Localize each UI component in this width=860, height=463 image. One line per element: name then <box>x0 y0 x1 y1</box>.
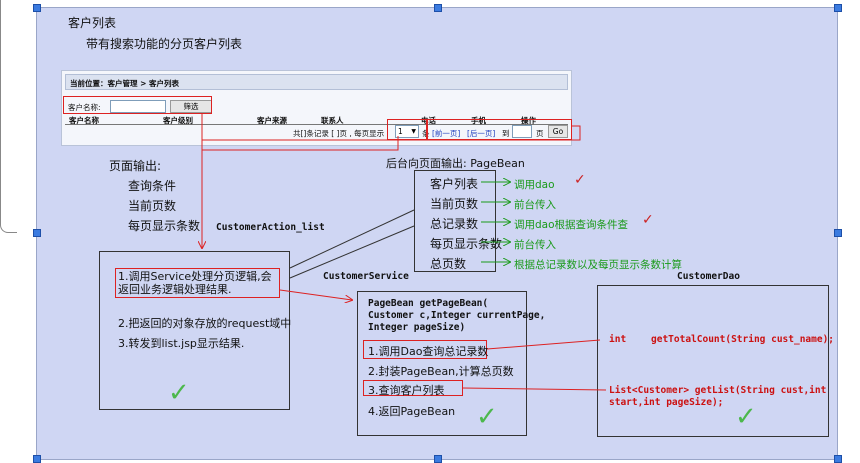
customer-name-input[interactable] <box>110 100 166 113</box>
column-header: 电话 <box>421 116 436 125</box>
service-step2: 2.封装PageBean,计算总页数 <box>368 365 514 378</box>
page-size-select[interactable]: 1 ▼ <box>395 125 419 138</box>
action-step2: 2.把返回的对象存放的request域中 <box>118 317 292 330</box>
selection-handle[interactable] <box>834 229 842 237</box>
selection-handle[interactable] <box>434 4 442 12</box>
column-header: 客户名称 <box>69 116 99 125</box>
page-output-title: 页面输出: <box>109 159 162 173</box>
pagebean-box <box>414 170 496 272</box>
goto-page-input[interactable] <box>512 125 532 138</box>
breadcrumb-bar: 当前位置：客户管理 > 客户列表 <box>65 74 568 90</box>
highlight-filter <box>63 96 212 114</box>
page-subtitle: 带有搜索功能的分页客户列表 <box>86 37 243 51</box>
service-step4: 4.返回PageBean <box>368 405 456 418</box>
pager-unit: 条 <box>422 129 430 138</box>
column-header: 客户级别 <box>163 116 193 125</box>
page-size-value: 1 <box>398 127 403 136</box>
action-step1: 1.调用Service处理分页逻辑,会返回业务逻辑处理结果. <box>118 270 272 296</box>
check-mark-icon: ✓ <box>168 378 190 408</box>
pagebean-field: 每页显示条数 <box>430 237 503 251</box>
next-page-link[interactable]: [后一页] <box>467 129 496 138</box>
filter-label: 客户名称: <box>68 103 101 112</box>
dao-box <box>597 285 829 437</box>
dao-method1: getTotalCount(String cust_name); <box>651 334 835 345</box>
go-button[interactable]: Go <box>548 125 568 138</box>
outer-bracket <box>0 0 17 233</box>
pagebean-field: 总记录数 <box>430 217 479 231</box>
service-step1: 1.调用Dao查询总记录数 <box>368 345 489 358</box>
selection-handle[interactable] <box>33 229 41 237</box>
pager-text: 共[]条记录 [ ]页 , 每页显示 <box>293 129 385 138</box>
note-query-dao: 调用dao根据查询条件查 <box>514 219 629 231</box>
column-header: 手机 <box>471 116 486 125</box>
action-box <box>99 251 290 410</box>
check-mark-icon: ✓ <box>642 212 654 228</box>
column-header: 客户来源 <box>257 116 287 125</box>
check-mark-icon: ✓ <box>735 402 757 432</box>
page-title: 客户列表 <box>68 16 117 30</box>
page-output-item: 每页显示条数 <box>128 219 201 233</box>
service-signature: PageBean getPageBean( Customer c,Integer… <box>368 298 546 333</box>
selection-handle[interactable] <box>834 4 842 12</box>
dao-method2: List<Customer> getList(String cust,int s… <box>609 385 827 408</box>
page-output-item: 当前页数 <box>128 199 177 213</box>
dao-method1-type: int <box>609 334 627 345</box>
highlight-service-step1 <box>363 340 487 359</box>
backend-title: 后台向页面输出: PageBean <box>386 157 525 170</box>
goto-label: 到 <box>502 129 510 138</box>
note-call-dao: 调用dao <box>514 179 555 191</box>
note-computed: 根据总记录数以及每页显示条数计算 <box>514 259 682 271</box>
column-header: 联系人 <box>321 116 344 125</box>
prev-page-link[interactable]: [前一页] <box>432 129 461 138</box>
pagebean-field: 客户列表 <box>430 177 479 191</box>
page-unit: 页 <box>536 129 544 138</box>
action-label: CustomerAction_list <box>216 222 325 233</box>
column-header: 操作 <box>521 116 536 125</box>
list-page-screenshot: 当前位置：客户管理 > 客户列表 客户名称: 筛选 客户名称 客户级别 客户来源… <box>61 70 572 146</box>
service-label: CustomerService <box>323 271 409 282</box>
highlight-service-step3 <box>363 380 463 396</box>
pagebean-field: 总页数 <box>430 257 467 271</box>
chevron-down-icon: ▼ <box>411 128 416 135</box>
note-from-frontend: 前台传入 <box>514 199 556 211</box>
service-box <box>357 291 527 436</box>
service-step3: 3.查询客户列表 <box>368 384 445 397</box>
selection-handle[interactable] <box>33 4 41 12</box>
page-output-item: 查询条件 <box>128 179 177 193</box>
check-mark-icon: ✓ <box>574 172 586 188</box>
action-step3: 3.转发到list.jsp显示结果. <box>118 337 245 350</box>
pagebean-field: 当前页数 <box>430 197 479 211</box>
breadcrumb: 当前位置：客户管理 > 客户列表 <box>70 79 180 88</box>
note-from-frontend: 前台传入 <box>514 239 556 251</box>
table-header: 客户名称 客户级别 客户来源 联系人 电话 手机 操作 <box>65 115 568 125</box>
check-mark-icon: ✓ <box>476 402 498 432</box>
highlight-step1 <box>115 268 280 298</box>
dao-label: CustomerDao <box>677 271 740 282</box>
